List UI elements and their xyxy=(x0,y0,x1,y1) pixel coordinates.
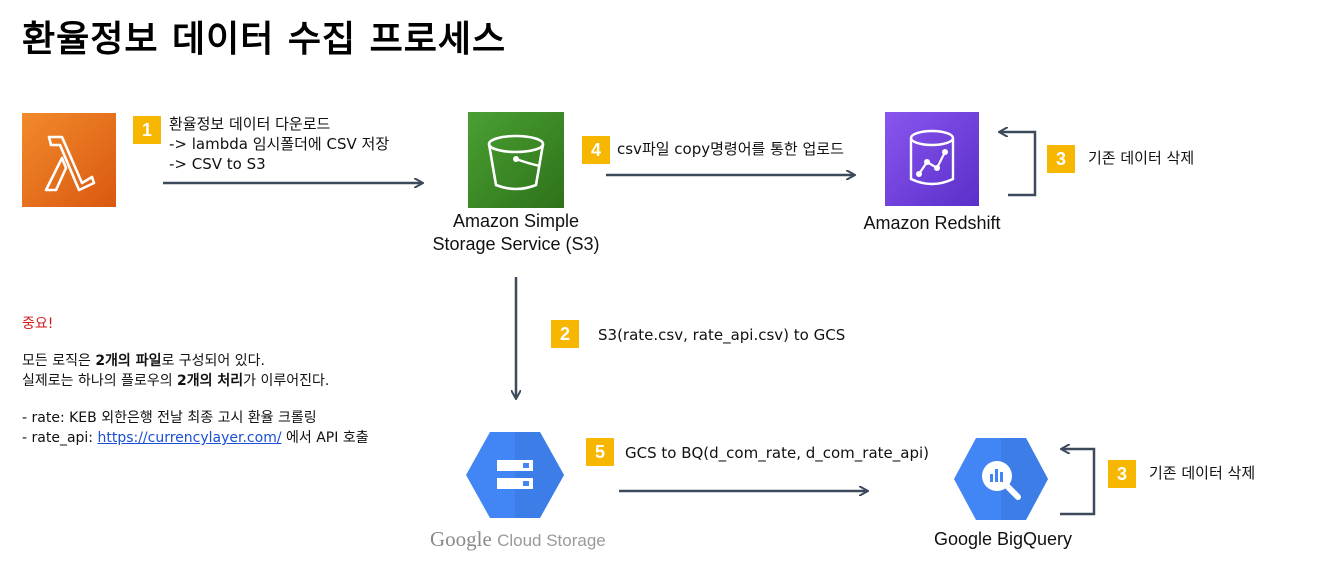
step-2-badge: 2 xyxy=(551,320,579,348)
bucket-icon xyxy=(487,134,545,191)
google-cloud-storage-logo: Google Cloud Storage xyxy=(430,527,606,552)
step-1-note: 환율정보 데이터 다운로드 -> lambda 임시폴더에 CSV 저장 -> … xyxy=(169,114,389,174)
page-title: 환율정보 데이터 수집 프로세스 xyxy=(22,19,507,60)
important-line-rate: - rate: KEB 외한은행 전날 최종 고시 환율 크롤링 xyxy=(22,410,317,426)
google-bigquery-node xyxy=(954,438,1048,520)
s3-label-line1: Amazon Simple xyxy=(452,211,580,231)
step-4-note: csv파일 copy명령어를 통한 업로드 xyxy=(617,140,844,158)
redshift-label: Amazon Redshift xyxy=(863,213,1001,233)
arrow-redshift-loop xyxy=(1000,132,1037,197)
amazon-s3-node xyxy=(468,112,564,208)
step-2-note: S3(rate.csv, rate_api.csv) to GCS xyxy=(598,326,846,344)
step-1-line1: 환율정보 데이터 다운로드 xyxy=(169,115,331,133)
arrow-bigquery-loop xyxy=(1060,449,1096,516)
important-line-files: 모든 로직은 2개의 파일로 구성되어 있다. xyxy=(22,353,265,369)
important-line-process: 실제로는 하나의 플로우의 2개의 처리가 이루어진다. xyxy=(22,373,330,389)
s3-label-line2: Storage Service (S3) xyxy=(432,234,600,254)
bigquery-magnifier-icon xyxy=(982,461,1021,500)
gcs-logo-google: Google xyxy=(430,527,492,551)
currencylayer-link[interactable]: https://currencylayer.com/ xyxy=(97,430,282,446)
important-heading: 중요! xyxy=(22,316,54,332)
step-1-line3: -> CSV to S3 xyxy=(169,155,266,173)
step-3-redshift-note: 기존 데이터 삭제 xyxy=(1088,149,1195,167)
storage-icon xyxy=(497,460,533,489)
bigquery-label: Google BigQuery xyxy=(933,529,1073,549)
amazon-redshift-node xyxy=(885,112,979,206)
step-3-redshift-badge: 3 xyxy=(1047,145,1075,173)
redshift-database-icon xyxy=(909,129,955,186)
step-3-bigquery-badge: 3 xyxy=(1108,460,1136,488)
step-4-badge: 4 xyxy=(582,136,610,164)
important-line-rate-api: - rate_api: https://currencylayer.com/ 에… xyxy=(22,430,369,446)
step-5-note: GCS to BQ(d_com_rate, d_com_rate_api) xyxy=(625,444,929,462)
step-1-line2: -> lambda 임시폴더에 CSV 저장 xyxy=(169,135,390,153)
aws-lambda-node xyxy=(22,113,116,207)
gcs-logo-product: Cloud Storage xyxy=(497,531,606,550)
step-5-badge: 5 xyxy=(586,438,614,466)
lambda-icon xyxy=(44,135,96,192)
s3-label: Amazon Simple Storage Service (S3) xyxy=(420,210,612,256)
step-1-badge: 1 xyxy=(133,116,161,144)
step-3-bigquery-note: 기존 데이터 삭제 xyxy=(1149,464,1256,482)
google-cloud-storage-node xyxy=(466,432,564,518)
